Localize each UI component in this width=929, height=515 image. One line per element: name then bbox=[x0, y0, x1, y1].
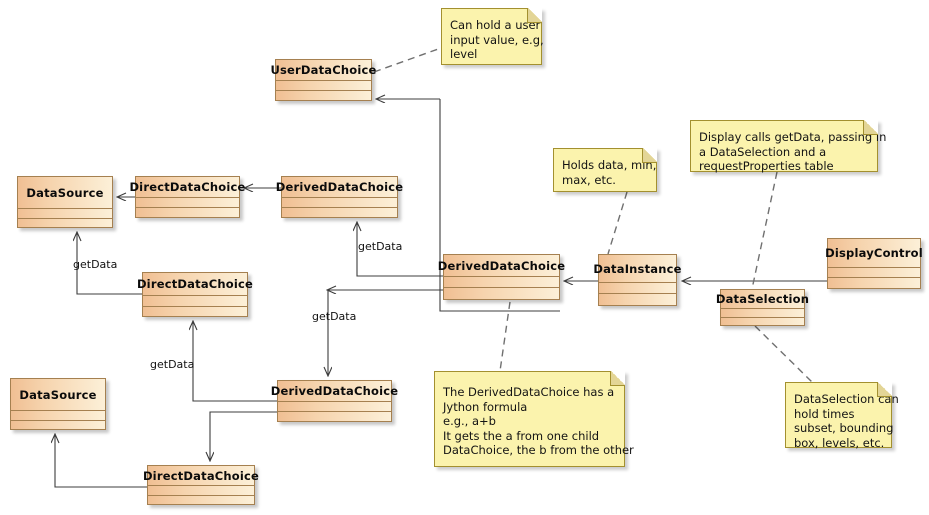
note-line: DataChoice, the b from the other bbox=[443, 443, 634, 457]
class-compartment bbox=[11, 411, 105, 421]
note-line: box, levels, etc. bbox=[794, 435, 885, 450]
edge-derivedmid-to-derivedbot bbox=[328, 289, 443, 375]
note-fold-icon bbox=[610, 371, 625, 386]
class-title: DerivedDataChoice bbox=[271, 381, 398, 402]
edge-label-getdata-derivedbot: getData bbox=[312, 310, 357, 323]
note-fold-icon bbox=[877, 382, 892, 397]
class-compartment bbox=[721, 318, 804, 326]
class-title: DirectDataChoice bbox=[143, 466, 259, 486]
class-user-data-choice[interactable]: UserDataChoice bbox=[270, 59, 376, 101]
class-direct-data-choice-bottom[interactable]: DirectDataChoice bbox=[143, 465, 259, 505]
class-compartment bbox=[828, 278, 920, 288]
note-fold-icon bbox=[642, 148, 657, 163]
note-holds-data: Holds data, min, max, etc. bbox=[553, 148, 657, 192]
class-title: DerivedDataChoice bbox=[438, 255, 565, 277]
class-data-source-bottom[interactable]: DataSource bbox=[10, 378, 106, 430]
note-line: Display calls getData, passing in bbox=[699, 130, 887, 144]
note-line: The DerivedDataChoice has a bbox=[443, 385, 615, 399]
edge-derivedmid-to-derivedtop bbox=[357, 223, 443, 277]
note-line: max, etc. bbox=[562, 172, 616, 187]
edge-label-getdata-directmid2: getData bbox=[150, 358, 195, 371]
class-compartment bbox=[11, 421, 105, 429]
class-compartment bbox=[278, 402, 391, 412]
edge-rail-userdatachoice-riser bbox=[439, 99, 560, 312]
edge-derivedbot-to-directmid bbox=[193, 322, 277, 402]
note-line: input value, e.g, bbox=[450, 32, 544, 47]
class-compartment bbox=[599, 294, 676, 305]
edge-label-getdata-derivedtop: getData bbox=[358, 240, 403, 253]
note-user-input: Can hold a user input value, e.g, level bbox=[441, 8, 544, 65]
class-compartment bbox=[276, 91, 371, 100]
class-data-source-top[interactable]: DataSource bbox=[17, 176, 113, 228]
class-title: DirectDataChoice bbox=[129, 177, 245, 198]
class-compartment bbox=[599, 283, 676, 294]
class-compartment bbox=[143, 307, 247, 316]
class-compartment bbox=[278, 412, 391, 421]
class-title: DataSource bbox=[11, 379, 105, 411]
class-title: UserDataChoice bbox=[270, 60, 376, 81]
note-line: Jython formula bbox=[443, 399, 528, 414]
note-line: hold times bbox=[794, 406, 855, 421]
class-compartment bbox=[444, 277, 559, 288]
class-display-control[interactable]: DisplayControl bbox=[825, 238, 923, 289]
class-compartment bbox=[444, 288, 559, 299]
edge-derivedbot-to-directbot bbox=[210, 411, 277, 460]
note-data-selection: DataSelection can hold times subset, bou… bbox=[785, 382, 899, 450]
class-compartment bbox=[136, 208, 239, 217]
class-title: DirectDataChoice bbox=[137, 273, 253, 296]
note-line: subset, bounding bbox=[794, 421, 894, 435]
class-derived-data-choice-mid[interactable]: DerivedDataChoice bbox=[438, 254, 565, 300]
class-direct-data-choice-top[interactable]: DirectDataChoice bbox=[129, 176, 245, 218]
class-title: DataSource bbox=[18, 177, 112, 209]
class-compartment bbox=[828, 268, 920, 278]
class-compartment bbox=[136, 198, 239, 208]
class-title: DisplayControl bbox=[825, 239, 923, 268]
class-compartment bbox=[143, 296, 247, 307]
class-title: DataInstance bbox=[593, 255, 681, 283]
class-compartment bbox=[148, 496, 254, 504]
anchor-note-data-selection bbox=[754, 325, 813, 383]
class-title: DerivedDataChoice bbox=[276, 177, 403, 198]
note-line: It gets the a from one child bbox=[443, 428, 600, 443]
class-derived-data-choice-top[interactable]: DerivedDataChoice bbox=[276, 176, 403, 218]
note-display-calls: Display calls getData, passing in a Data… bbox=[690, 120, 887, 173]
class-compartment bbox=[721, 309, 804, 318]
class-compartment bbox=[282, 198, 397, 208]
class-compartment bbox=[18, 209, 112, 219]
class-derived-data-choice-bottom[interactable]: DerivedDataChoice bbox=[271, 380, 398, 422]
anchor-note-display-calls bbox=[751, 171, 778, 290]
note-fold-icon bbox=[527, 8, 542, 23]
note-line: requestProperties table bbox=[699, 159, 834, 173]
note-line: Holds data, min, bbox=[562, 158, 657, 172]
note-line: DataSelection can bbox=[794, 392, 899, 406]
edge-label-getdata-directmid: getData bbox=[73, 258, 118, 271]
edge-directbot-to-datasource-bot bbox=[55, 435, 147, 488]
note-jython-formula: The DerivedDataChoice has a Jython formu… bbox=[434, 371, 634, 467]
class-direct-data-choice-mid[interactable]: DirectDataChoice bbox=[137, 272, 253, 317]
note-line: e.g., a+b bbox=[443, 414, 496, 428]
note-line: level bbox=[450, 47, 478, 61]
class-compartment bbox=[18, 219, 112, 227]
edge-directmid-to-datasource-top bbox=[77, 233, 142, 295]
class-compartment bbox=[276, 81, 371, 91]
class-data-selection[interactable]: DataSelection bbox=[716, 289, 809, 326]
class-title: DataSelection bbox=[716, 290, 809, 309]
note-line: Can hold a user bbox=[450, 18, 541, 32]
anchor-note-jython bbox=[499, 301, 511, 372]
anchor-note-user-input bbox=[373, 47, 442, 73]
note-line: a DataSelection and a bbox=[699, 144, 827, 159]
anchor-note-holds-data bbox=[607, 191, 628, 255]
class-compartment bbox=[148, 486, 254, 496]
class-compartment bbox=[282, 208, 397, 217]
note-fold-icon bbox=[863, 120, 878, 135]
class-data-instance[interactable]: DataInstance bbox=[593, 254, 681, 306]
